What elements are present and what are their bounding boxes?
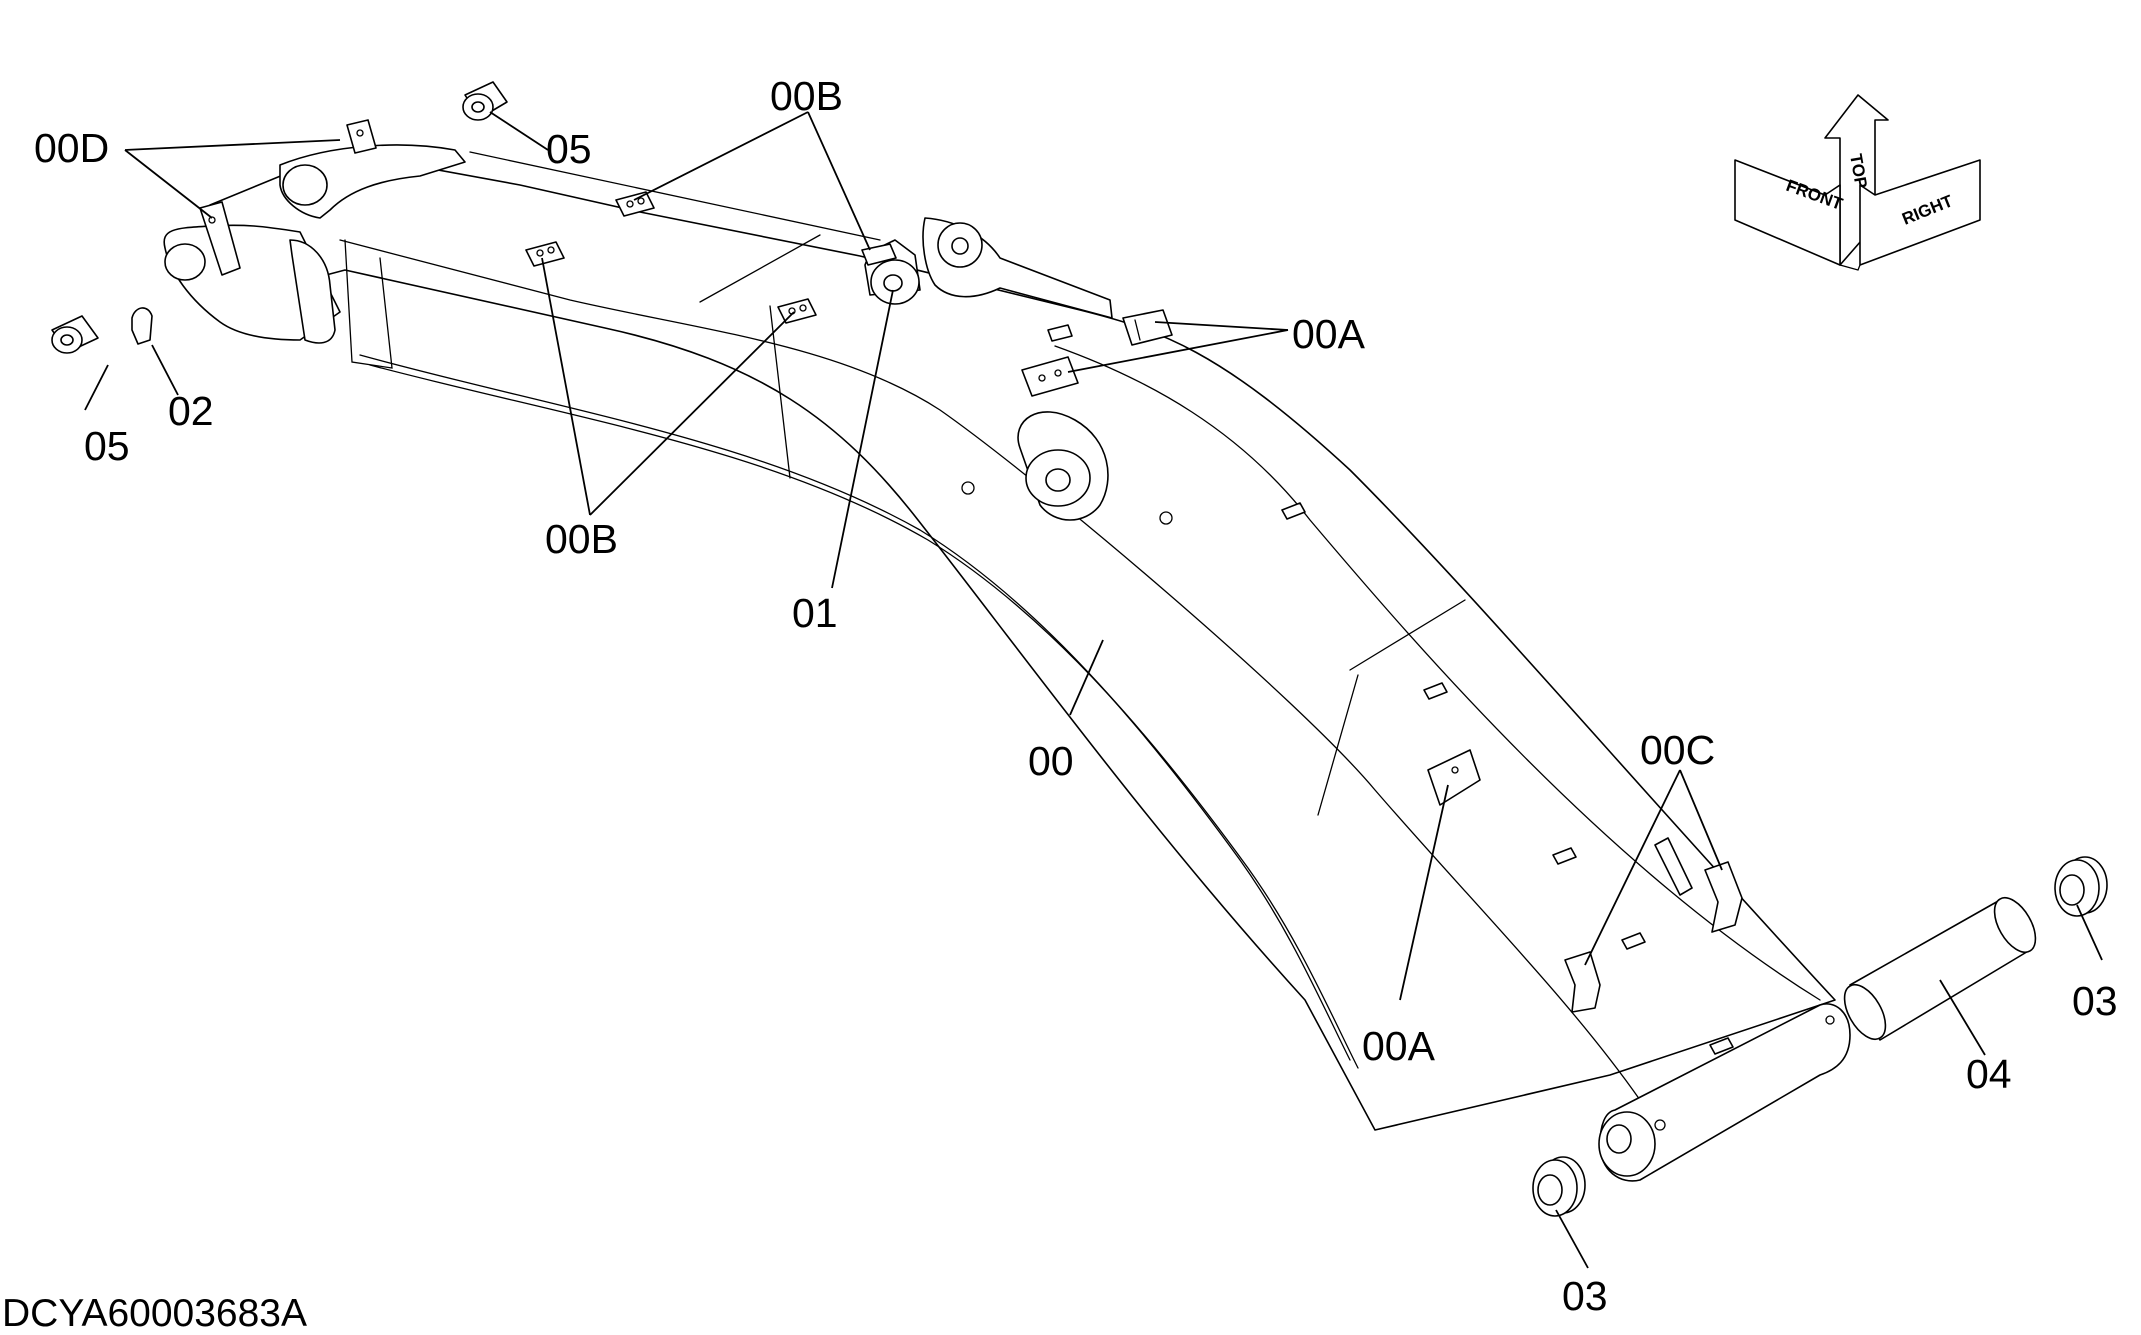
callout-00A-right: 00A — [1292, 311, 1366, 357]
bushing-03-bottom — [1532, 1156, 1586, 1217]
block-00A-2 — [1021, 356, 1079, 397]
callout-01: 01 — [792, 590, 838, 636]
callout-00D: 00D — [34, 125, 109, 171]
bushing-03-right — [2054, 856, 2108, 917]
orientation-symbol: FRONT TOP RIGHT — [1734, 94, 1981, 271]
boom-body — [163, 144, 1851, 1182]
callout-05-left: 05 — [84, 423, 130, 469]
pad-00B-2 — [525, 241, 565, 267]
top-plate-pads — [1281, 502, 1734, 1055]
bracket-00C-1 — [1704, 861, 1743, 933]
bushing-05-left — [51, 315, 99, 354]
callout-00B-top: 00B — [770, 73, 843, 119]
block-00A-3 — [1047, 324, 1073, 342]
callout-03-right: 03 — [2072, 978, 2118, 1024]
pin-04 — [1843, 897, 2037, 1041]
plate-00D-b — [346, 119, 377, 154]
bushing-05-top — [462, 81, 508, 121]
callout-00C: 00C — [1640, 727, 1715, 773]
block-00A-4 — [1427, 749, 1481, 806]
callout-04: 04 — [1966, 1051, 2012, 1097]
leader-lines — [84, 111, 2103, 1269]
callout-labels: 00D 05 05 02 00B 00B 01 00A 00A 00 00C 0… — [34, 73, 2118, 1319]
arm-cylinder-bracket — [922, 217, 1113, 319]
callout-00: 00 — [1028, 738, 1074, 784]
drawing-code: DCYA60003683A — [2, 1292, 307, 1335]
callout-03-bottom: 03 — [1562, 1273, 1608, 1319]
clip-02 — [131, 307, 153, 345]
block-00A-1 — [1122, 309, 1173, 346]
callout-02: 02 — [168, 388, 214, 434]
callout-00A-lower: 00A — [1362, 1023, 1436, 1069]
bracket-00C-2 — [1564, 951, 1601, 1013]
callout-00B-mid: 00B — [545, 516, 618, 562]
callout-05-top: 05 — [546, 126, 592, 172]
pad-00B-1 — [615, 191, 655, 217]
